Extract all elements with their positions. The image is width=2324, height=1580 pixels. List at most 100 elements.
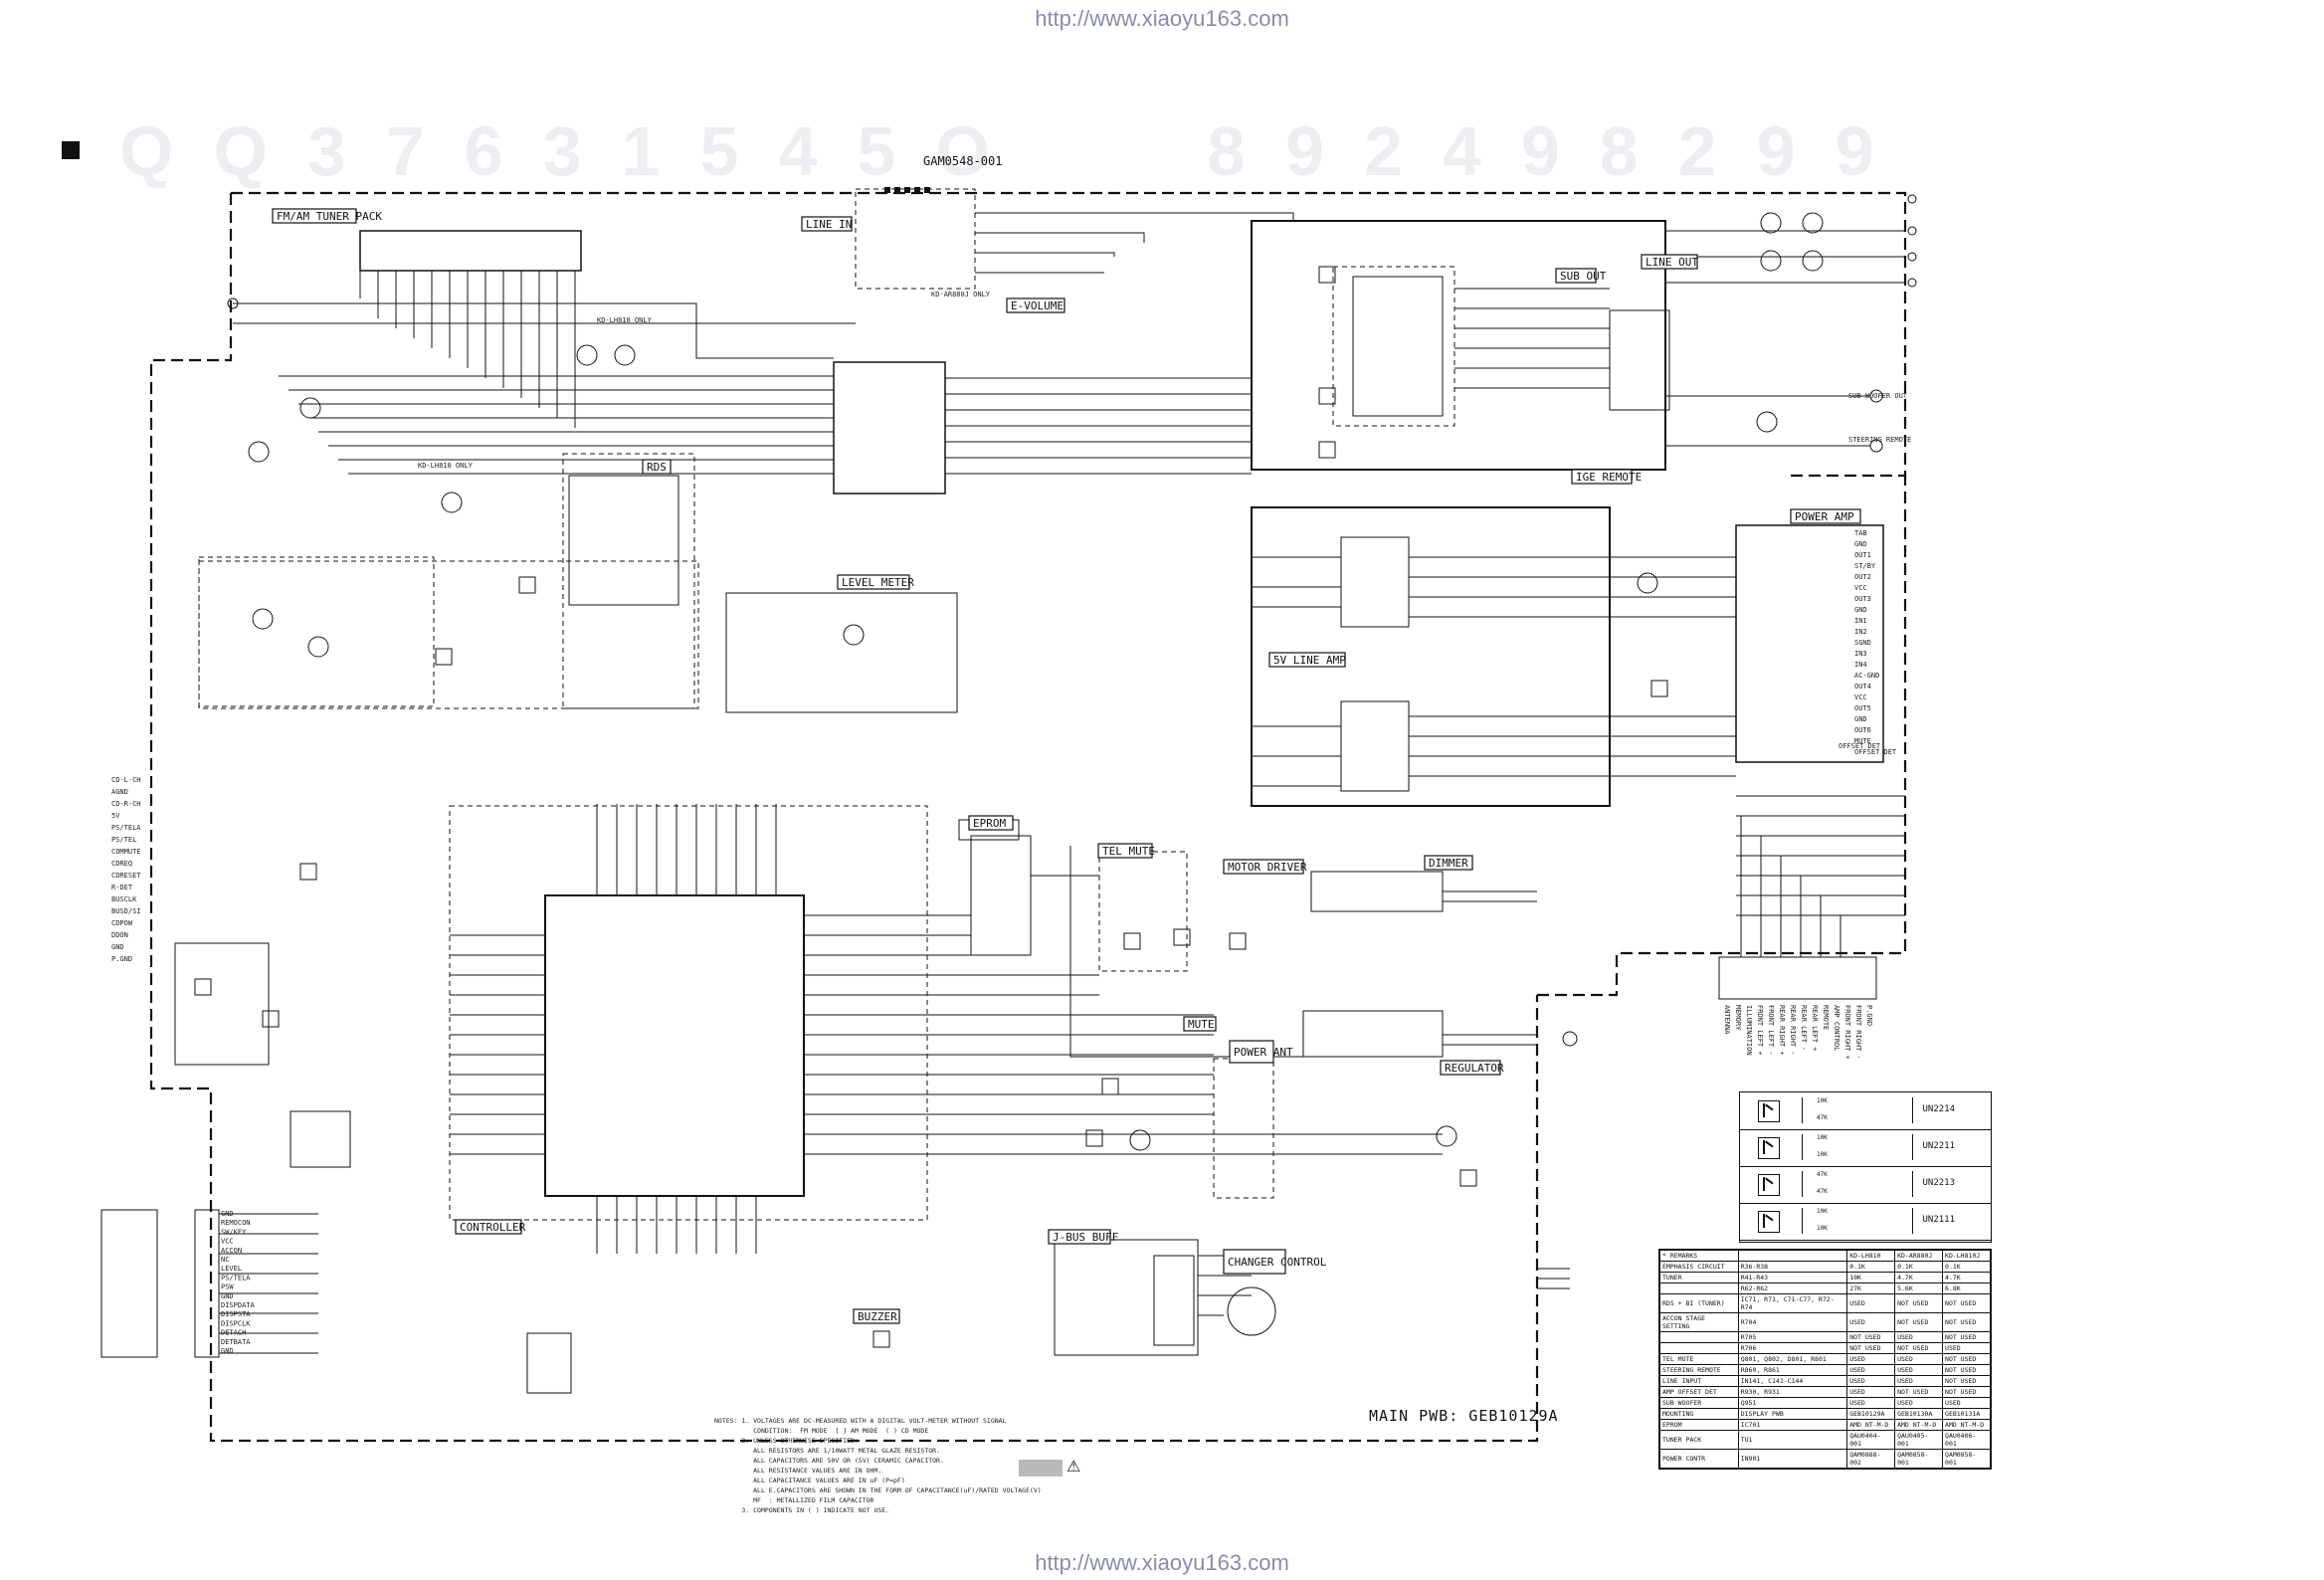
ic-pin-label: OUT5 [1854, 704, 1871, 712]
table-cell: NOT USED [1942, 1293, 1991, 1313]
ic-pin-label: ST/BY [1854, 562, 1876, 570]
note-sub-woofer-out: SUB WOOFER OUT [1848, 392, 1908, 400]
table-cell: 5.6K [1894, 1283, 1944, 1294]
connector-pin-label: ACCON [221, 1247, 242, 1255]
note-line: NOTES: 1. VOLTAGES ARE DC-MEASURED WITH … [714, 1417, 1007, 1425]
table-cell: IC71, R71, C71-C77, R72-R74 [1737, 1293, 1848, 1313]
transistor-part-name: UN2213 [1922, 1178, 1955, 1188]
note-kd-only-2: KD-LH810 ONLY [418, 462, 474, 470]
label-line-in: LINE IN [806, 218, 852, 231]
ic-pin-label: OUT4 [1854, 683, 1871, 691]
label-tel-mute: TEL MUTE [1102, 845, 1155, 858]
table-cell: QAM0858-001 [1942, 1449, 1991, 1469]
pwb-label: MAIN PWB: GEB10129A [1369, 1407, 1559, 1425]
table-cell [1659, 1283, 1739, 1294]
note-line: 2. UNLESS OTHERWISE SPECIFIED: [714, 1437, 859, 1445]
connector-pin-label: DDON [111, 931, 128, 939]
label-rds: RDS [647, 461, 667, 474]
table-cell: USED [1846, 1293, 1896, 1313]
table-cell: AMD NT-M-D [1894, 1419, 1944, 1431]
table-cell: USED [1846, 1375, 1896, 1387]
note-line: ALL RESISTORS ARE 1/10WATT METAL GLAZE R… [714, 1447, 940, 1455]
table-cell: Q951 [1737, 1397, 1848, 1409]
section-bullet [62, 141, 80, 159]
url-footer[interactable]: http://www.xiaoyu163.com [1035, 1550, 1289, 1575]
table-cell: GEB10131A [1942, 1408, 1991, 1420]
table-cell: EMPHASIS CIRCUIT [1659, 1261, 1739, 1273]
resistor-network: 10K 10K [1802, 1208, 1913, 1234]
table-cell: * REMARKS [1659, 1250, 1739, 1262]
resistor-value: 10K [1817, 1208, 1828, 1215]
resistor-value: 10K [1817, 1134, 1828, 1141]
table-cell: KD-AR880J [1894, 1250, 1944, 1262]
table-cell: 4.7K [1942, 1272, 1991, 1284]
resistor-network: 10K 47K [1802, 1097, 1913, 1123]
ic-pin-label: IN2 [1854, 628, 1867, 636]
resistor-network: 10K 10K [1802, 1134, 1913, 1160]
table-cell: TEL MUTE [1659, 1353, 1739, 1365]
label-power-ant: POWER ANT [1234, 1046, 1293, 1059]
table-cell [1659, 1342, 1739, 1354]
connector-pin-label: GND [221, 1292, 234, 1300]
note-kd-only-1: KD-LH810 ONLY [597, 316, 653, 324]
connector-pin-label: CDREQ [111, 860, 132, 868]
note-line: 3. COMPONENTS IN ( ) INDICATE NOT USE. [714, 1506, 890, 1514]
table-cell: USED [1894, 1353, 1944, 1365]
label-regulator: REGULATOR [1445, 1062, 1504, 1075]
label-line-out: LINE OUT [1646, 256, 1698, 269]
transistor-part-name: UN2214 [1922, 1104, 1955, 1114]
table-cell: NOT USED [1894, 1342, 1944, 1354]
table-cell: USED [1942, 1397, 1991, 1409]
connector-pin-label: ILLUMINATION [1745, 1005, 1753, 1056]
label-ige-remote: IGE REMOTE [1576, 471, 1642, 484]
ic-pin-label: IN1 [1854, 617, 1867, 625]
table-cell: USED [1846, 1353, 1896, 1365]
connector-pin-label: NC [221, 1256, 229, 1264]
table-cell: R62-R62 [1737, 1283, 1848, 1294]
connector-pin-label: PS/TELA [221, 1274, 251, 1282]
connector-pin-label: P.GND [1865, 1005, 1873, 1026]
note-line: ALL E.CAPACITORS ARE SHOWN IN THE FORM O… [714, 1486, 1042, 1494]
table-cell: IN141, C141-C144 [1737, 1375, 1848, 1387]
transistor-symbol-icon [1758, 1174, 1780, 1196]
ic-pin-label: OUT1 [1854, 551, 1871, 559]
table-cell: NOT USED [1942, 1331, 1991, 1343]
table-cell: NOT USED [1942, 1312, 1991, 1332]
table-cell: GEB10129A [1846, 1408, 1896, 1420]
connector-pin-label: BUSD/SI [111, 907, 141, 915]
label-motor-driver: MOTOR DRIVER [1228, 861, 1307, 874]
transistor-legend-row: 47K 47K UN2213 [1740, 1166, 1991, 1204]
table-cell: USED [1894, 1331, 1944, 1343]
transistor-symbol-icon [1758, 1211, 1780, 1233]
table-cell: DISPLAY PWB [1737, 1408, 1848, 1420]
table-cell: AMP OFFSET DET [1659, 1386, 1739, 1398]
ic-pin-label: GND [1854, 606, 1867, 614]
note-offset-det: OFFSET DET [1839, 742, 1881, 750]
transistor-legend: 10K 47K UN2214 10K 10K UN2211 47K 47K UN… [1739, 1091, 1992, 1243]
table-row: RDS + BI (TUNER)IC71, R71, C71-C77, R72-… [1659, 1293, 1991, 1313]
connector-pin-label: REMOTE [1822, 1005, 1830, 1030]
transistor-legend-row: 10K 10K UN2211 [1740, 1129, 1991, 1167]
table-cell: QAU0404-001 [1846, 1430, 1896, 1450]
note-line: CONDITION: FM MODE [ ] AM MODE ( ) CD MO… [714, 1427, 929, 1435]
table-cell: USED [1846, 1386, 1896, 1398]
resistor-network: 47K 47K [1802, 1171, 1913, 1197]
url-header[interactable]: http://www.xiaoyu163.com [1035, 6, 1289, 31]
connector-pin-label: COMMUTE [111, 848, 141, 856]
note-line: ALL RESISTANCE VALUES ARE IN OHM. [714, 1467, 882, 1475]
table-cell: 0.1K [1846, 1261, 1896, 1273]
connector-pin-label: CD-L-CH [111, 776, 141, 784]
table-cell: 4.7K [1894, 1272, 1944, 1284]
transistor-legend-row: 10K 10K UN2111 [1740, 1203, 1991, 1241]
table-cell: R705 [1737, 1331, 1848, 1343]
table-cell: IN901 [1737, 1449, 1848, 1469]
connector-pin-label: DISPCLK [221, 1319, 251, 1327]
table-cell: RDS + BI (TUNER) [1659, 1293, 1739, 1313]
table-cell: NOT USED [1846, 1342, 1896, 1354]
